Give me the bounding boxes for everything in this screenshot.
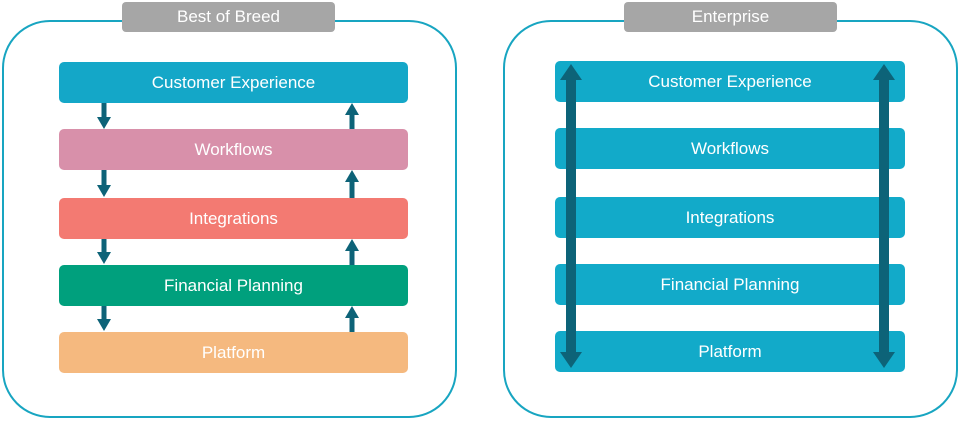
right-layer-customer-experience: Customer Experience [555, 61, 905, 102]
left-layer-financial-planning: Financial Planning [59, 265, 408, 306]
enterprise-title: Enterprise [624, 2, 837, 32]
left-layer-integrations: Integrations [59, 198, 408, 239]
right-layer-integrations: Integrations [555, 197, 905, 238]
left-layer-workflows: Workflows [59, 129, 408, 170]
right-layer-workflows: Workflows [555, 128, 905, 169]
left-layer-customer-experience: Customer Experience [59, 62, 408, 103]
right-layer-financial-planning: Financial Planning [555, 264, 905, 305]
best-of-breed-title: Best of Breed [122, 2, 335, 32]
left-layer-platform: Platform [59, 332, 408, 373]
right-layer-platform: Platform [555, 331, 905, 372]
